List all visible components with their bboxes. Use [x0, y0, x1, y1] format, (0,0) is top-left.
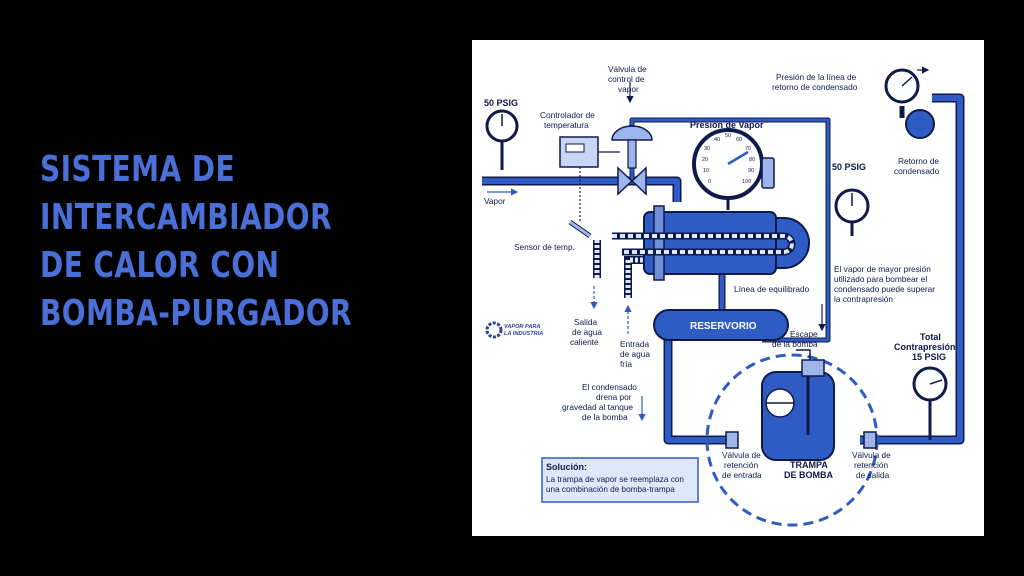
- higher-pressure-label: condensado puede superar: [834, 284, 935, 294]
- dial-number: 80: [749, 157, 755, 163]
- pump-trap-label: TRAMPA: [790, 460, 828, 470]
- title-line: SISTEMA DE: [40, 149, 236, 190]
- cold-water-label: fría: [620, 359, 632, 369]
- hot-water-label: de agua: [572, 327, 602, 337]
- pressure-gauge-icon: [485, 109, 519, 170]
- labels: Válvula de control de vapor Controlador …: [484, 64, 956, 480]
- temperature-controller: [559, 136, 620, 239]
- heat-exchanger-diagram: 30 40 50 60 70 80 90 100 20 10 0 RESERVO…: [482, 64, 965, 527]
- dial-number: 30: [704, 146, 710, 152]
- outlet-check-label: Válvula de: [852, 450, 891, 460]
- outlet-check-label: retención: [854, 460, 889, 470]
- higher-pressure-label: la contrapresión: [834, 294, 893, 304]
- reservoir: RESERVORIO: [653, 309, 789, 341]
- solution-title: Solución:: [546, 462, 587, 472]
- higher-pressure-label: utilizado para bombear el: [834, 274, 927, 284]
- solution-text: una combinación de bomba-trampa: [546, 485, 675, 494]
- hot-water-label: caliente: [570, 337, 599, 347]
- valve-label: vapor: [618, 84, 639, 94]
- dial-number: 0: [708, 179, 711, 185]
- steam-pressure-label: Presión de Vapor: [690, 120, 764, 130]
- dial-number: 40: [714, 137, 720, 143]
- dial-number: 10: [703, 168, 709, 174]
- vapor-label: Vapor: [484, 196, 506, 206]
- pump-exhaust-label: Escape: [790, 329, 818, 339]
- backpressure-label: Total: [920, 332, 941, 342]
- control-valve-icon: [611, 125, 653, 196]
- gauge-right-label: 50 PSIG: [832, 162, 866, 172]
- dial-number: 70: [745, 146, 751, 152]
- title-line: DE CALOR CON: [40, 245, 280, 286]
- sensor-label: Sensor de temp.: [514, 242, 575, 252]
- condensate-drain-label: drena por: [596, 392, 632, 402]
- controller-label: Controlador de: [540, 110, 595, 120]
- gauge-left-label: 50 PSIG: [484, 98, 518, 108]
- inlet-check-label: de entrada: [722, 470, 762, 480]
- solution-box: Solución: La trampa de vapor se reemplaz…: [541, 457, 699, 503]
- pump-exhaust-label: de la bomba: [772, 339, 818, 349]
- cold-water-label: de agua: [620, 349, 650, 359]
- inlet-check-label: Válvula de: [722, 450, 761, 460]
- flow-arrow-icon: [487, 66, 930, 422]
- vent-fitting: [761, 157, 775, 189]
- reservoir-label: RESERVORIO: [690, 321, 757, 332]
- dial-number: 100: [742, 179, 751, 185]
- condensate-drain-label: gravedad al tanque: [562, 402, 633, 412]
- pump-trap-label: DE BOMBA: [784, 470, 833, 480]
- steam-pressure-gauge: 30 40 50 60 70 80 90 100 20 10 0: [692, 128, 764, 210]
- company-logo: VAPOR PARA LA INDUSTRIA: [485, 321, 543, 339]
- valve-label: control de: [608, 74, 645, 84]
- backpressure-label: 15 PSIG: [912, 352, 946, 362]
- return-pressure-label: Presión de la línea de: [776, 72, 857, 82]
- backpressure-label: Contrapresión: [894, 342, 956, 352]
- logo-text: VAPOR PARA: [504, 324, 540, 330]
- return-condensate-label: Retorno de: [898, 156, 939, 166]
- dial-number: 60: [736, 137, 742, 143]
- page-title: SISTEMA DE INTERCAMBIADOR DE CALOR CON B…: [40, 146, 460, 338]
- logo-text: LA INDUSTRIA: [504, 331, 543, 337]
- pressure-gauge-icon: [884, 68, 935, 139]
- equalizing-label: Línea de equilibrado: [734, 284, 810, 294]
- pump-trap: [705, 349, 879, 527]
- hot-water-label: Salida: [574, 317, 597, 327]
- return-condensate-label: condensado: [894, 166, 940, 176]
- title-line: INTERCAMBIADOR: [40, 197, 333, 238]
- inlet-check-label: retención: [724, 460, 759, 470]
- solution-text: La trampa de vapor se reemplaza con: [546, 475, 684, 484]
- dial-number: 20: [702, 157, 708, 163]
- valve-label: Válvula de: [608, 64, 647, 74]
- dial-number: 90: [748, 168, 754, 174]
- pressure-gauge-icon: [912, 366, 948, 440]
- heat-exchanger: [593, 205, 810, 298]
- diagram-panel: 30 40 50 60 70 80 90 100 20 10 0 RESERVO…: [472, 40, 984, 536]
- dial-number: 50: [725, 133, 731, 139]
- controller-label: temperatura: [544, 120, 589, 130]
- inlet-check-valve: [725, 431, 739, 449]
- pressure-gauge-icon: [834, 188, 870, 236]
- higher-pressure-label: El vapor de mayor presión: [834, 264, 931, 274]
- condensate-drain-label: El condensado: [582, 382, 637, 392]
- return-pressure-label: retorno de condensado: [772, 82, 858, 92]
- condensate-drain-label: de la bomba: [582, 412, 628, 422]
- outlet-check-valve: [863, 431, 877, 449]
- gear-logo-icon: [485, 321, 503, 339]
- cold-water-label: Entrada: [620, 339, 649, 349]
- outlet-check-label: de salida: [856, 470, 890, 480]
- title-line: BOMBA-PURGADOR: [40, 293, 353, 334]
